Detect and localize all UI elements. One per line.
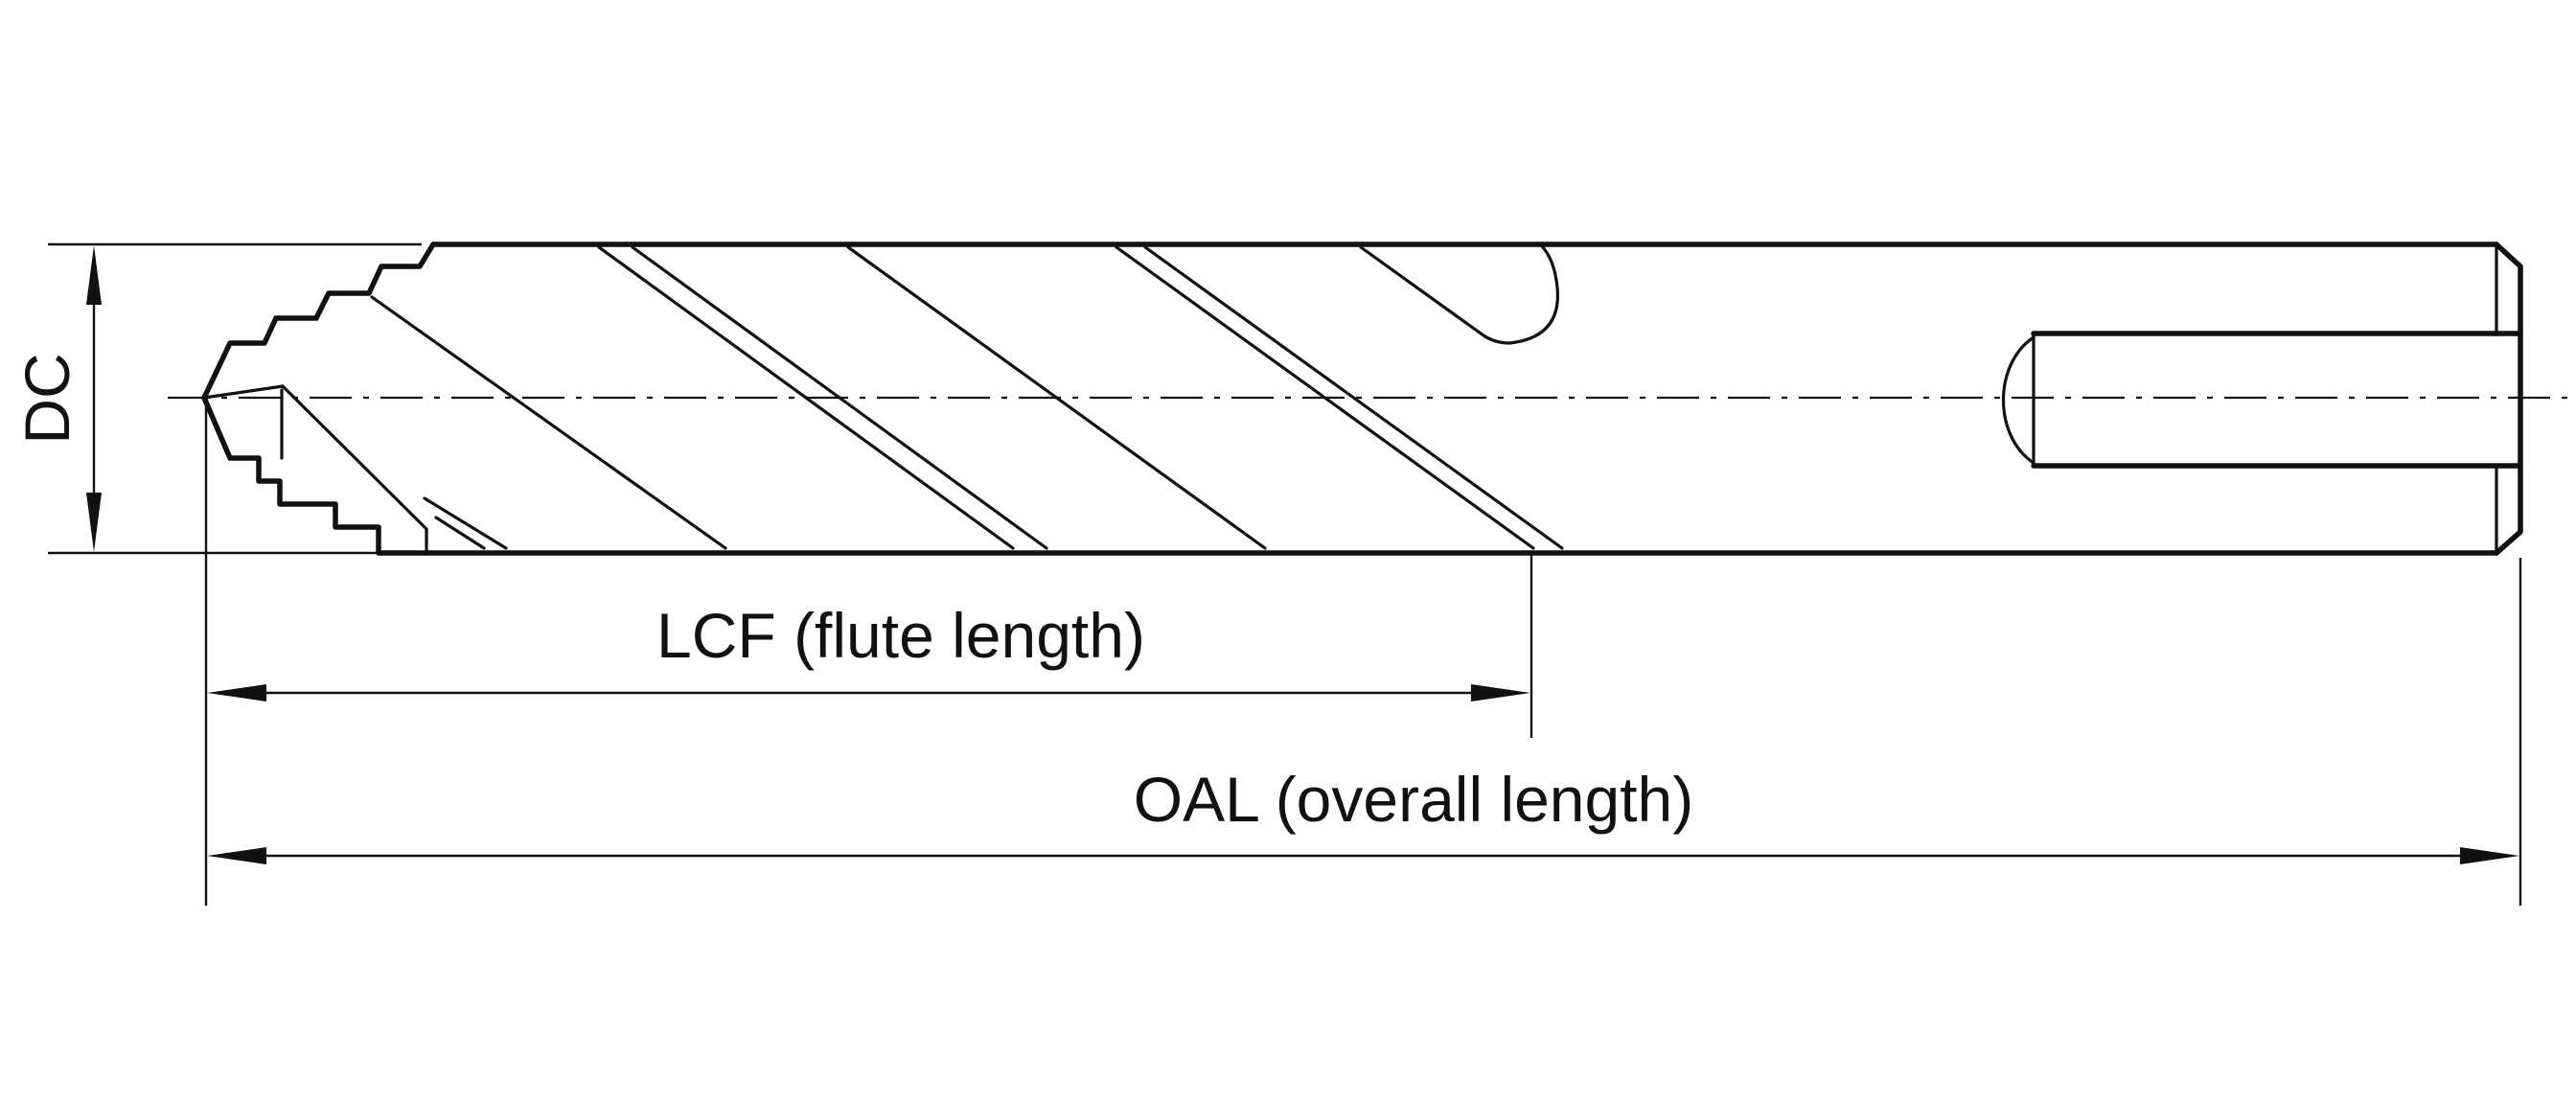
dc-arrow-top xyxy=(86,245,102,305)
tip-steps-top xyxy=(201,242,436,401)
lcf-arrow-left xyxy=(207,684,266,702)
shank-channel xyxy=(2001,331,2523,469)
oal-arrow-right xyxy=(2460,847,2519,864)
tip-steps-bottom xyxy=(201,395,429,556)
drill-body xyxy=(201,242,2523,556)
flute-line xyxy=(631,245,1048,550)
oal-label: OAL (overall length) xyxy=(1134,764,1694,835)
lcf-dimension: LCF (flute length) xyxy=(204,402,1533,906)
lcf-arrow-right xyxy=(1471,684,1530,702)
flute-line xyxy=(846,245,1267,550)
flute-line xyxy=(423,496,508,550)
flute-line xyxy=(597,245,1015,550)
dc-label: DC xyxy=(12,353,82,444)
flute-line xyxy=(1143,245,1564,550)
flute-line xyxy=(370,295,727,550)
oal-dimension: OAL (overall length) xyxy=(207,558,2522,906)
dc-dimension: DC xyxy=(12,242,422,555)
lcf-label: LCF (flute length) xyxy=(656,600,1145,671)
shank-end xyxy=(2494,242,2523,556)
flute-line xyxy=(434,516,486,550)
flute-line xyxy=(1115,245,1535,550)
flutes xyxy=(370,243,1564,550)
oal-arrow-left xyxy=(207,847,266,864)
dc-arrow-bottom xyxy=(86,493,102,552)
flute-runout xyxy=(1359,243,1559,345)
tip-point-line xyxy=(202,384,285,400)
tip-lip xyxy=(281,384,428,531)
channel-tip-arc xyxy=(2001,335,2036,465)
